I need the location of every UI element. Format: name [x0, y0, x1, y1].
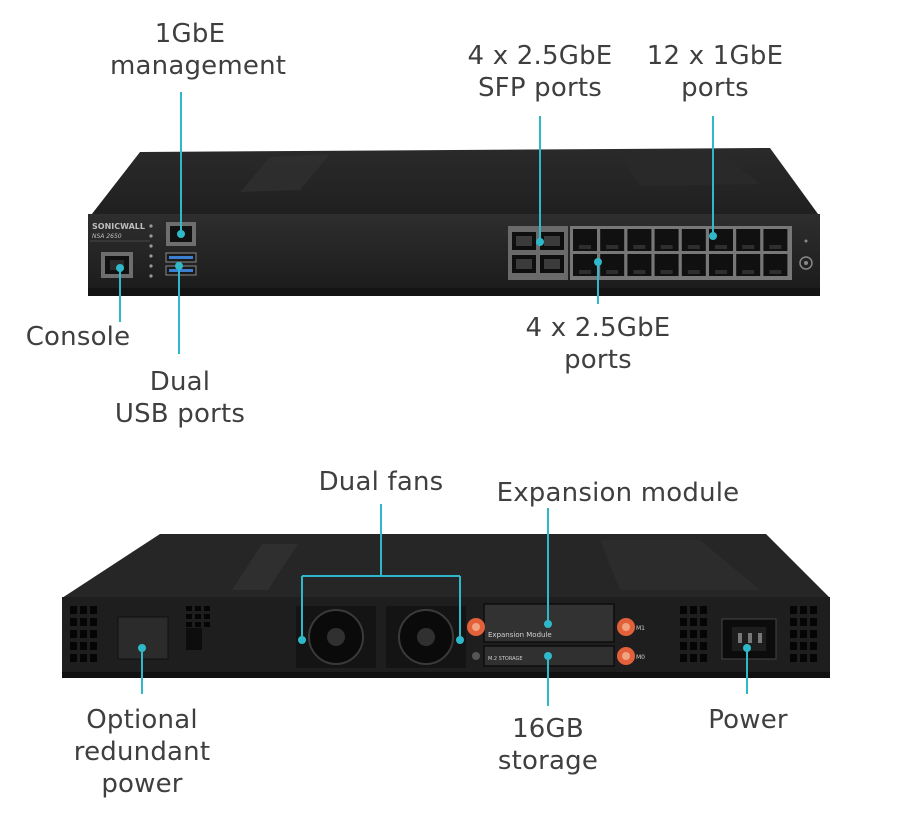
sfp-ports: [508, 226, 568, 280]
label-dual-fans: Dual fans: [318, 467, 444, 497]
label-dual-usb: Dual USB ports: [114, 367, 246, 429]
label-power: Power: [708, 705, 788, 735]
console-port: [101, 252, 133, 278]
rear-chassis: Expansion Module M.2 STORAGE M1 M0: [62, 534, 830, 678]
brand-logo: SONICWALL: [92, 222, 145, 231]
label-12x1gbe-ports: 12 x 1GbE ports: [646, 41, 784, 103]
label-sfp-ports: 4 x 2.5GbE SFP ports: [467, 41, 613, 103]
label-1gbe-management: 1GbE management: [110, 19, 287, 81]
svg-text:Expansion Module: Expansion Module: [488, 631, 552, 639]
power-button: [799, 256, 813, 270]
power-inlet: [721, 618, 777, 660]
fan-left: [296, 606, 376, 668]
label-expansion-module: Expansion module: [496, 478, 740, 508]
label-console: Console: [25, 322, 131, 352]
rj45-ports: [570, 226, 792, 280]
model-label: NSA 2650: [92, 233, 122, 240]
usb-ports: [165, 252, 197, 276]
svg-text:M.2 STORAGE: M.2 STORAGE: [488, 656, 522, 662]
svg-text:M1: M1: [636, 625, 645, 632]
label-4x25gbe-ports: 4 x 2.5GbE ports: [525, 313, 671, 375]
callout-dots: [116, 230, 751, 660]
label-16gb-storage: 16GB storage: [497, 714, 599, 776]
fan-right: [386, 606, 466, 668]
svg-text:M0: M0: [636, 654, 645, 661]
callout-lines: [119, 92, 748, 706]
front-chassis: SONICWALL NSA 2650: [88, 148, 820, 296]
label-optional-redundant-power: Optional redundant power: [73, 705, 211, 799]
